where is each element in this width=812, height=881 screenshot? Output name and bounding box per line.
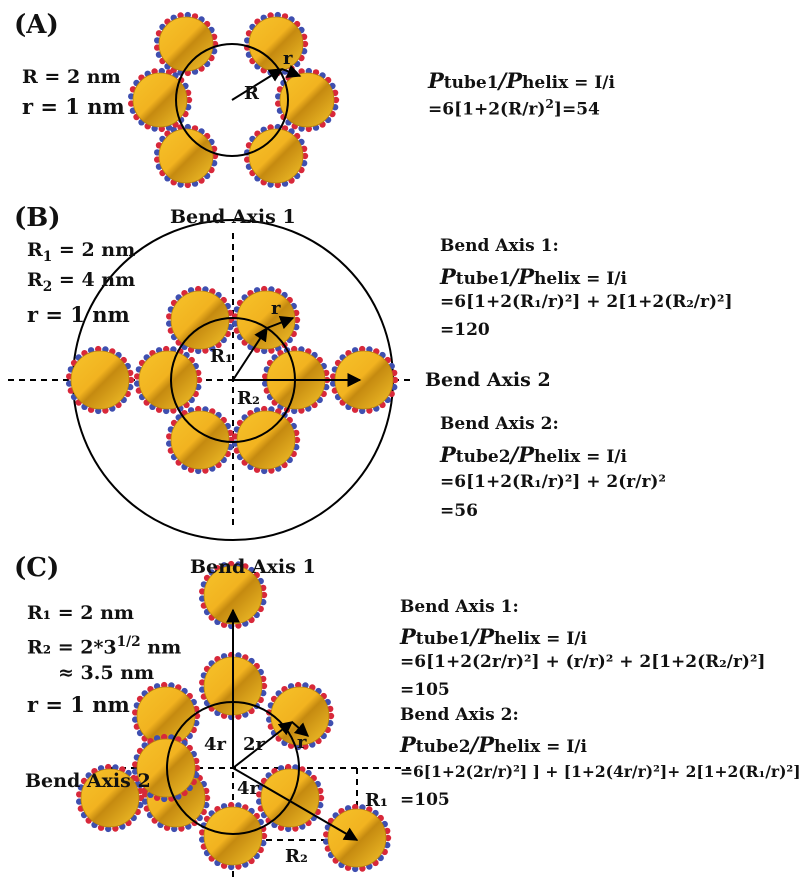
panel-b-bead-2 [232, 285, 301, 355]
panel-a-label-r: r [283, 48, 293, 69]
panel-c-label-R2: R₂ [285, 846, 308, 867]
panel-a-beads [128, 11, 340, 189]
panel-a-bead-2 [244, 11, 309, 77]
panel-c-block1-title: Bend Axis 1: [400, 597, 519, 617]
panel-c-label-r: r [297, 732, 307, 753]
panel-c-bead-1 [199, 560, 268, 630]
panel-a-diagram: R r [128, 11, 340, 189]
panel-b-arrow-R1 [232, 326, 268, 381]
panel-b-label: (B) [14, 203, 61, 233]
panel-b-block2-equation: =6[1+2(R₁/r)²] + 2(r/r)² [440, 472, 666, 492]
panel-a-param-R: R = 2 nm [22, 66, 121, 88]
panel-b-label-R1: R₁ [210, 346, 233, 367]
panel-b-block1-result: =120 [440, 320, 490, 340]
panel-b-block1-equation: =6[1+2(R₁/r)²] + 2[1+2(R₂/r)²] [440, 292, 733, 312]
panel-b-bead-5 [166, 405, 235, 475]
panel-a-bead-3 [275, 67, 340, 133]
panel-c-label-R1: R₁ [365, 790, 388, 811]
panel-c-block2-title: Bend Axis 2: [400, 705, 519, 725]
panel-c-label-4r-b: 4r [237, 778, 260, 799]
panel-c-block1-result: =105 [400, 680, 450, 700]
panel-b-bead-8 [330, 345, 399, 415]
panel-c-label-2r: 2r [243, 734, 266, 755]
panel-c-arrow-4r-diag [232, 767, 359, 841]
panel-b-diagram: R₁ R₂ r [8, 219, 415, 541]
panel-b-bend-axis-2-label: Bend Axis 2 [425, 369, 551, 391]
panel-a-label-R: R [244, 83, 260, 104]
panel-c-beads [76, 560, 392, 873]
panel-c-bend-axis-1-label: Bend Axis 1 [190, 556, 316, 578]
panel-b-block1-ratio: Ptube1/Phelix = I/i [440, 264, 627, 289]
panel-a-ring-R [175, 43, 289, 157]
panel-a-bead-4 [244, 123, 309, 189]
panel-b-label-r: r [271, 298, 281, 319]
panel-c-bead-8 [256, 763, 325, 833]
panel-b-bend-axis-1-label: Bend Axis 1 [170, 206, 296, 228]
panel-b-block2-result: =56 [440, 501, 478, 521]
panel-b-arrow-r [266, 315, 295, 330]
panel-a-param-r: r = 1 nm [22, 94, 125, 119]
panel-a-arrow-r [281, 64, 302, 78]
panel-b-param-r: r = 1 nm [27, 302, 130, 327]
panel-b-block2-title: Bend Axis 2: [440, 414, 559, 434]
panel-b-bead-4 [232, 405, 301, 475]
panel-c-block2-result: =105 [400, 790, 450, 810]
panel-a-label: (A) [14, 10, 59, 40]
panel-b-block1-title: Bend Axis 1: [440, 236, 559, 256]
panel-c-bead-7 [199, 801, 268, 871]
panel-c-block1-ratio: Ptube1/Phelix = I/i [400, 624, 587, 649]
panel-c-arrow-2r [232, 721, 294, 769]
panel-c-label: (C) [14, 553, 60, 583]
panel-c-block2-equation: =6[1+2(2r/r)²] ] + [1+2(4r/r)²]+ 2[1+2(R… [400, 762, 801, 781]
panel-b-block2-ratio: Ptube2/Phelix = I/i [440, 442, 627, 467]
panel-c-param-R1: R₁ = 2 nm [27, 602, 135, 624]
panel-c-block2-ratio: Ptube2/Phelix = I/i [400, 732, 587, 757]
panel-c-label-4r-a: 4r [204, 734, 227, 755]
panel-c-bead-9 [323, 803, 392, 873]
panel-c-arrow-r [291, 721, 310, 737]
panel-c-param-r: r = 1 nm [27, 692, 130, 717]
panel-b-bead-6 [134, 345, 203, 415]
panel-a-ratio: Ptube1/Phelix = I/i [428, 68, 615, 93]
panel-b-beads [66, 285, 399, 475]
panel-a-bead-6 [128, 67, 193, 133]
panel-b-param-R1: R1 = 2 nm [27, 239, 136, 265]
panel-a-bead-1 [154, 11, 219, 77]
panel-b-bead-1 [166, 285, 235, 355]
panel-a-equation: =6[1+2(R/r)2]=54 [428, 97, 600, 120]
panel-a-bead-5 [154, 123, 219, 189]
panel-c-diagram: 4r 2r 4r r R₁ R₂ [76, 560, 410, 881]
panel-b-bead-7 [66, 345, 135, 415]
panel-c-block1-equation: =6[1+2(2r/r)²] + (r/r)² + 2[1+2(R₂/r)²] [400, 652, 766, 672]
panel-b-label-R2: R₂ [237, 388, 260, 409]
panel-c-param-R2: R₂ = 2*31/2 nm [27, 634, 182, 659]
panel-b-param-R2: R2 = 4 nm [27, 269, 136, 295]
panel-a-arrow-R [231, 68, 284, 101]
panel-c-param-approx: ≈ 3.5 nm [58, 662, 155, 684]
panel-c-bend-axis-2-label: Bend Axis 2 [25, 770, 151, 792]
